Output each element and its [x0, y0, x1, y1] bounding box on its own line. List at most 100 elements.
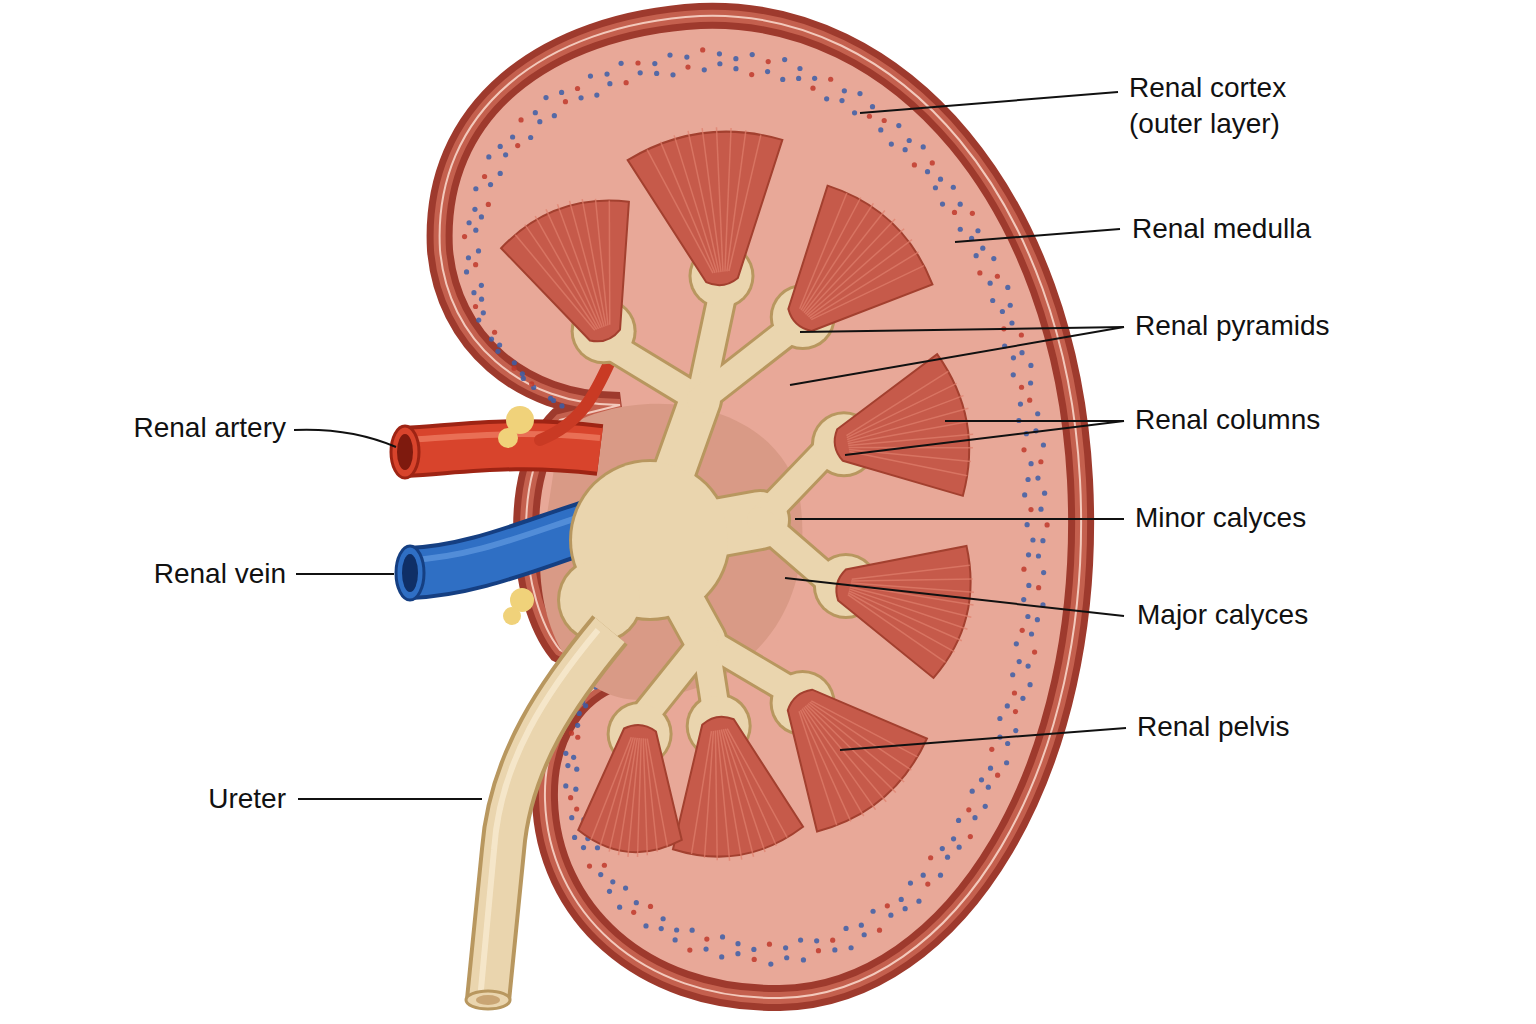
dots-circle: [521, 376, 526, 381]
dots-circle: [733, 66, 738, 71]
dots-circle: [479, 297, 484, 302]
dots-circle: [574, 806, 579, 811]
dots-circle: [925, 169, 930, 174]
dots-circle: [1028, 363, 1033, 368]
pyramids-path: [846, 371, 948, 435]
dots-circle: [703, 946, 708, 951]
dots-circle: [1032, 649, 1037, 654]
dots-circle: [648, 904, 653, 909]
dots-circle: [559, 403, 564, 408]
body-path: [440, 16, 1082, 998]
dots-circle: [1041, 442, 1046, 447]
dots-circle: [867, 114, 872, 119]
dots-circle: [1028, 380, 1033, 385]
dots-circle: [607, 81, 612, 86]
dots-circle: [667, 52, 672, 57]
dots-circle: [563, 783, 568, 788]
dots-circle: [921, 873, 926, 878]
dots-circle: [916, 899, 921, 904]
dots-circle: [581, 845, 586, 850]
dots-circle: [1021, 567, 1026, 572]
pyramids-path: [716, 127, 722, 272]
pyramids-path: [788, 186, 932, 331]
part-label: Renal medulla: [1132, 211, 1311, 247]
dots-circle: [903, 147, 908, 152]
dots-circle: [588, 73, 593, 78]
dots-circle: [888, 913, 893, 918]
pyramids-path: [805, 219, 895, 314]
ureter-path: [480, 630, 598, 1000]
part-label: Major calyces: [1137, 597, 1308, 633]
pyramids-path: [609, 200, 611, 324]
dots-circle: [816, 948, 821, 953]
art-g: [294, 92, 1126, 799]
pyramids-path: [727, 729, 787, 838]
dots-circle: [1012, 690, 1017, 695]
dots-circle: [510, 134, 515, 139]
dots-circle: [574, 767, 579, 772]
dots-circle: [857, 91, 862, 96]
dots-circle: [796, 76, 801, 81]
dots-circle: [951, 836, 956, 841]
pyramids-path: [810, 702, 912, 770]
dots-circle: [617, 905, 622, 910]
dots-circle: [966, 807, 971, 812]
pyramids-path: [802, 709, 864, 817]
leaders-path: [845, 421, 1124, 455]
dots-circle: [486, 154, 491, 159]
ureter-path: [488, 630, 610, 1000]
dots-circle: [749, 72, 754, 77]
pyramids-path: [848, 595, 946, 663]
dots-circle: [972, 815, 977, 820]
dots-circle: [1027, 682, 1032, 687]
dots-circle: [814, 938, 819, 943]
dots-circle: [529, 381, 534, 386]
dots-circle: [607, 889, 612, 894]
dots-circle: [997, 716, 1002, 721]
dots-circle: [733, 56, 738, 61]
dots-circle: [940, 201, 945, 206]
pyramids-path: [849, 591, 962, 641]
dots-circle: [486, 202, 491, 207]
dots-circle: [687, 947, 692, 952]
dots-circle: [1028, 461, 1033, 466]
dots-circle: [797, 66, 802, 71]
vessels-ellipse: [402, 554, 418, 592]
pyramids-path: [725, 729, 776, 846]
dots-circle: [940, 846, 945, 851]
dots-circle: [980, 246, 985, 251]
leaders-path: [790, 327, 1124, 385]
dots-circle: [537, 119, 542, 124]
dots-circle: [568, 795, 573, 800]
dots-circle: [1040, 538, 1045, 543]
dots-circle: [995, 773, 1000, 778]
dots-circle: [631, 910, 636, 915]
body-path: [440, 16, 1082, 998]
dots-circle: [989, 747, 994, 752]
dots-circle: [977, 270, 982, 275]
dots-circle: [685, 64, 690, 69]
dots-circle: [1020, 628, 1025, 633]
dots-circle: [595, 845, 600, 850]
dots-circle: [1038, 459, 1043, 464]
dots-circle: [991, 256, 996, 261]
dots-circle: [870, 104, 875, 109]
dots-circle: [843, 926, 848, 931]
dots-circle: [928, 855, 933, 860]
dots-circle: [990, 298, 995, 303]
dots-circle: [559, 90, 564, 95]
dots-circle: [643, 923, 648, 928]
pyramids-path: [808, 704, 904, 782]
dots-circle: [1029, 631, 1034, 636]
vessels-ellipse: [397, 434, 413, 470]
dots-circle: [618, 61, 623, 66]
pyramids-path: [591, 737, 631, 839]
pyramids-path: [727, 130, 746, 271]
pyramids-path: [501, 201, 629, 342]
dots-circle: [578, 95, 583, 100]
leaders-path: [945, 420, 1124, 422]
dots-circle: [1019, 385, 1024, 390]
dots-circle: [1017, 659, 1022, 664]
part-label: Ureter: [208, 781, 286, 817]
